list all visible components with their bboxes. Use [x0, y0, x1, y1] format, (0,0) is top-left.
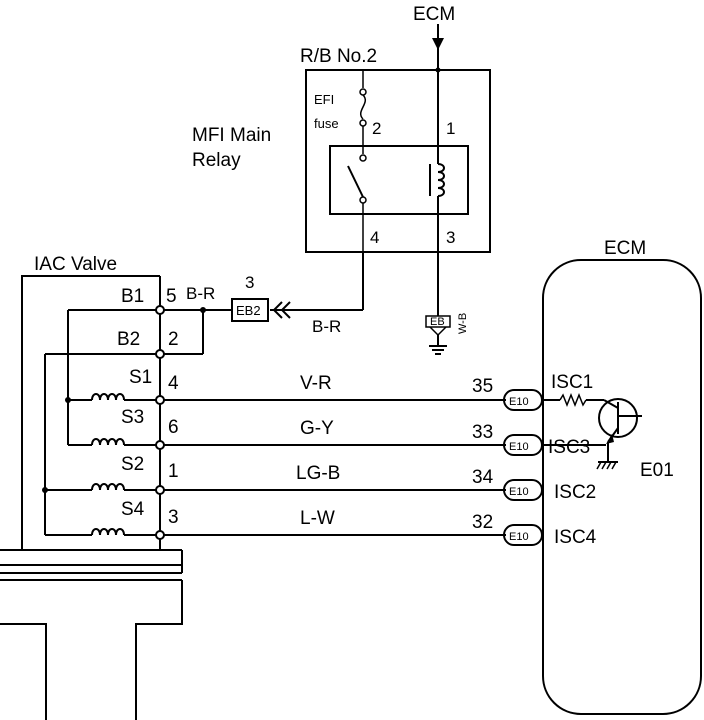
efi-fuse-label-1: EFI [314, 92, 334, 107]
iac-terminal-1 [155, 485, 165, 495]
iac-s1: S1 [129, 367, 152, 388]
iac-b1: B1 [121, 286, 144, 307]
svg-text:E10: E10 [509, 486, 529, 498]
iac-flange-right [135, 580, 183, 720]
ecm-pin-1: 33 [472, 422, 493, 443]
e01-hatch-3 [606, 461, 612, 470]
wire-color-2: LG-B [296, 463, 340, 484]
coil-s3 [68, 438, 160, 446]
relay-box [329, 145, 469, 215]
iac-terminal-6 [155, 440, 165, 450]
eb2-pin: 3 [245, 273, 254, 292]
svg-text:E10: E10 [509, 531, 529, 543]
transistor-collector [603, 399, 619, 409]
wire-color-3: L-W [300, 508, 335, 529]
ecm-pin-3: 32 [472, 512, 493, 533]
iac-flange-left [0, 623, 47, 720]
ecm-top-label: ECM [413, 4, 455, 25]
iac-pin-1: 1 [168, 461, 179, 482]
rb-title: R/B No.2 [300, 46, 377, 67]
wire-color-1: G-Y [300, 418, 334, 439]
rb-pin-4: 4 [370, 228, 379, 247]
e01-hatch-1 [596, 461, 602, 470]
ecm-box [542, 259, 702, 715]
iac-terminal-4 [155, 395, 165, 405]
fuse-terminal-bottom [359, 119, 367, 127]
rb-pin-2: 2 [372, 119, 381, 138]
br-wire-label-1: B-R [186, 284, 215, 303]
ground-connector-label: EB [430, 316, 445, 328]
ground-connector-box [425, 315, 451, 328]
relay-contact-bottom [359, 196, 367, 204]
iac-pin-2: 2 [168, 329, 179, 350]
relay-label-1: MFI Main [192, 125, 271, 146]
iac-terminal-2 [155, 349, 165, 359]
iac-pin-4: 4 [168, 373, 179, 394]
efi-fuse-label-2: fuse [314, 116, 339, 131]
e01-hatch-4 [611, 461, 617, 470]
coil-junction [435, 67, 441, 73]
iac-terminal-5 [155, 305, 165, 315]
iac-s2: S2 [121, 454, 144, 475]
eb2-arrow-2 [280, 301, 291, 319]
wire-color-0: V-R [300, 373, 332, 394]
ecm-terminal-2: ISC2 [554, 482, 596, 503]
iac-pin-5: 5 [166, 286, 177, 307]
e10-connector-0: E10 [503, 389, 543, 411]
iac-s3: S3 [121, 407, 144, 428]
ecm-terminal-3: ISC4 [554, 527, 597, 548]
coil-s1 [68, 393, 160, 401]
e10-connector-2: E10 [503, 479, 543, 501]
rb-pin-3: 3 [446, 228, 455, 247]
fuse-terminal-top [359, 88, 367, 96]
iac-pin-6: 6 [168, 417, 179, 438]
iac-terminal-3 [155, 530, 165, 540]
eb2-label: EB2 [236, 303, 261, 318]
e10-connector-1: E10 [503, 434, 543, 456]
iac-s4: S4 [121, 499, 145, 520]
fuse-element [360, 94, 366, 120]
relay-coil [437, 163, 445, 197]
relay-block-box [305, 69, 491, 253]
ecm-terminal-0: ISC1 [551, 372, 593, 393]
svg-text:E10: E10 [509, 396, 529, 408]
e10-connector-3: E10 [503, 524, 543, 546]
iac-b2: B2 [117, 329, 140, 350]
ground-connector-arrow [429, 326, 447, 337]
br-wire-label-2: B-R [312, 317, 341, 336]
isc1-resistor [559, 392, 587, 408]
transistor-emitter-arrow [606, 434, 614, 444]
rb-pin-1: 1 [446, 119, 455, 138]
svg-text:E10: E10 [509, 441, 529, 453]
e01-hatch-2 [601, 461, 607, 470]
transistor [598, 398, 638, 438]
ecm-feed-arrow [432, 38, 444, 50]
eb2-arrow-1 [272, 301, 283, 319]
ground-wire-color: W-B [457, 313, 469, 334]
ecm-pin-0: 35 [472, 376, 493, 397]
iac-title: IAC Valve [34, 254, 117, 275]
ecm-ground-label: E01 [640, 460, 674, 481]
ecm-terminal-1: ISC3 [548, 437, 590, 458]
coil-s4 [45, 528, 160, 536]
coil-s2 [45, 483, 160, 491]
ecm-box-title: ECM [604, 238, 646, 259]
relay-switch-arm [347, 165, 364, 198]
iac-pin-3: 3 [168, 507, 179, 528]
ecm-pin-2: 34 [472, 467, 494, 488]
relay-contact-top [359, 154, 367, 162]
relay-label-2: Relay [192, 150, 241, 171]
